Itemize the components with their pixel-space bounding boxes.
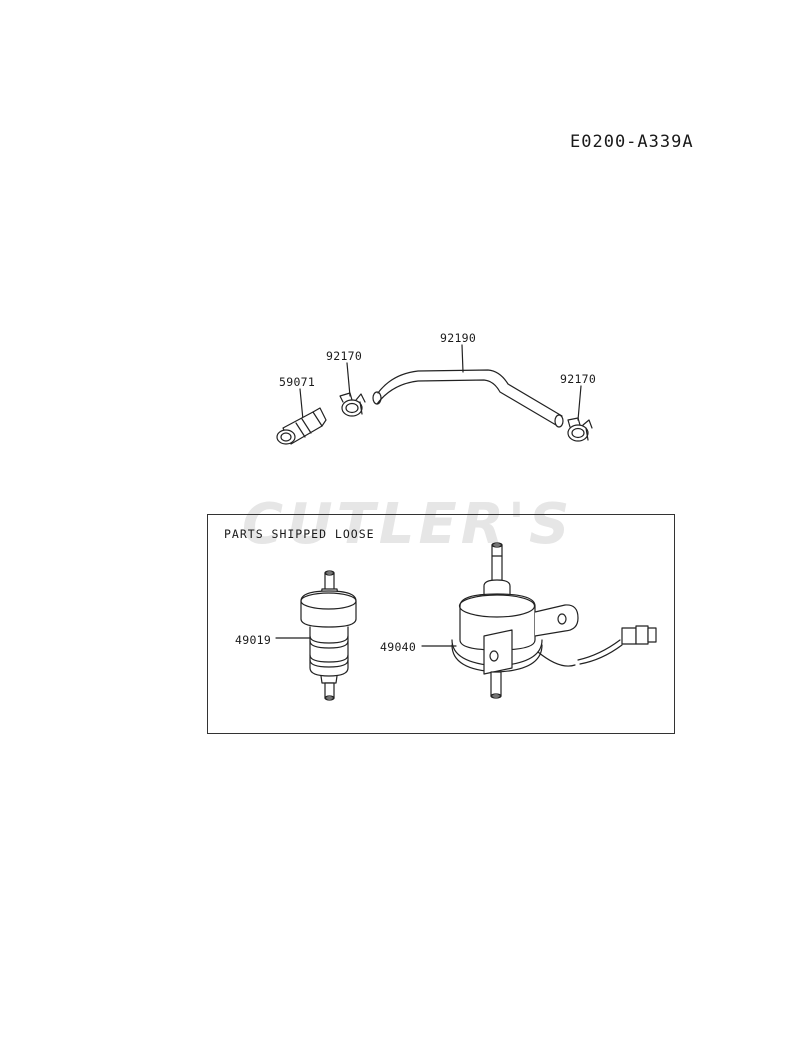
parts-shipped-loose-box	[207, 514, 675, 734]
fuel-hose-92190-drawing	[372, 369, 564, 428]
diagram-code: E0200-A339A	[570, 132, 694, 152]
part-label-49019: 49019	[235, 633, 272, 647]
part-label-92170-left: 92170	[326, 349, 363, 363]
fitting-59071-drawing	[276, 407, 327, 445]
part-label-49040: 49040	[380, 640, 417, 654]
fuel-filter-49019-drawing	[300, 570, 357, 701]
leader-lines	[275, 344, 582, 647]
watermark: CUTLER'S	[242, 492, 574, 557]
clamp-92170-right-drawing	[567, 417, 593, 442]
part-label-92190: 92190	[440, 331, 477, 345]
parts-shipped-loose-title: PARTS SHIPPED LOOSE	[224, 527, 375, 541]
clamp-92170-left-drawing	[339, 392, 366, 417]
part-label-59071: 59071	[279, 375, 316, 389]
fuel-pump-49040-drawing	[451, 542, 657, 699]
part-label-92170-right: 92170	[560, 372, 597, 386]
